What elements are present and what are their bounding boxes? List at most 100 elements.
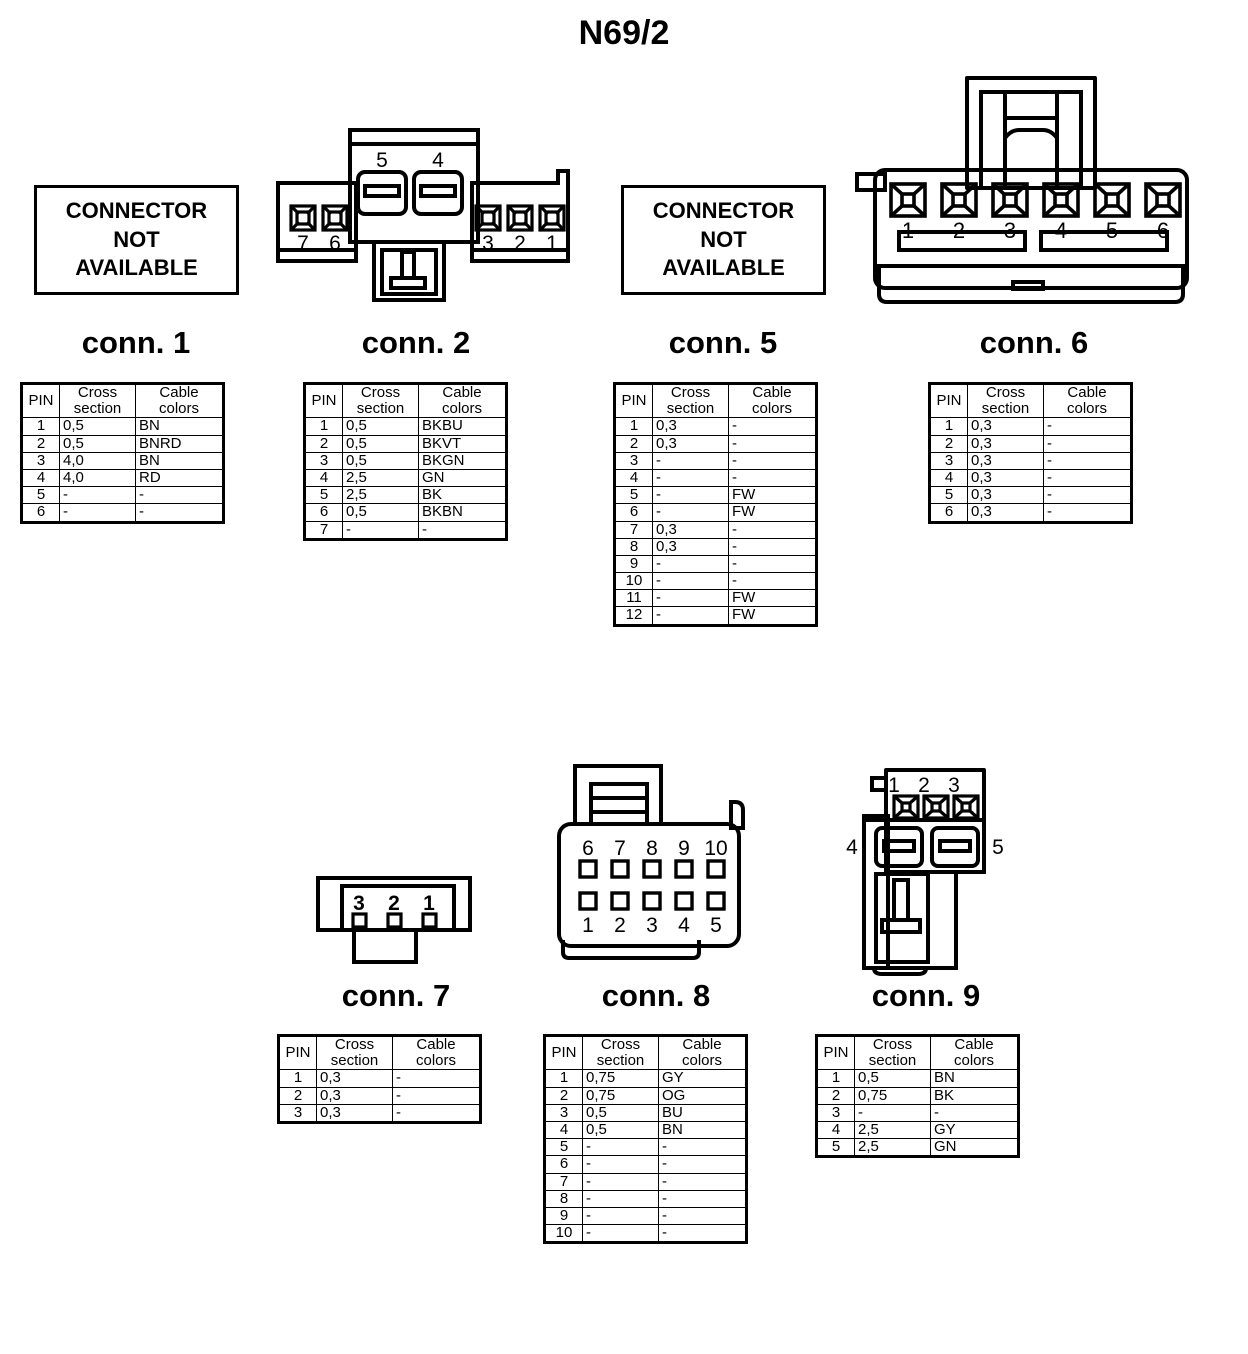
conn9-label: conn. 9 bbox=[871, 978, 981, 1013]
conn8-pin-label-7: 7 bbox=[614, 837, 626, 860]
conn9-pin-label-1: 1 bbox=[888, 774, 900, 797]
conn9-pin-label-4: 4 bbox=[846, 836, 858, 859]
table-row: 3-- bbox=[816, 1103, 1019, 1122]
table-row: 6-- bbox=[21, 503, 224, 523]
table-row: 5-- bbox=[544, 1138, 747, 1157]
conn2-label: conn. 2 bbox=[361, 325, 471, 360]
table-row: 9-- bbox=[614, 554, 817, 574]
conn6-pin-label-1: 1 bbox=[902, 218, 914, 243]
col-header-cable-colors: Cable colors bbox=[658, 1034, 747, 1071]
conn2-pin-label-6: 6 bbox=[329, 232, 341, 255]
table-row: 3-- bbox=[614, 451, 817, 470]
conn8-pin-label-8: 8 bbox=[646, 837, 658, 860]
conn9-pin-label-5: 5 bbox=[992, 836, 1004, 859]
conn8-pin-label-10: 10 bbox=[704, 837, 727, 860]
conn9-pin-label-2: 2 bbox=[918, 774, 930, 797]
col-header-cable-colors: Cable colors bbox=[1043, 382, 1132, 419]
table-row: 9-- bbox=[544, 1206, 747, 1226]
conn7-pin-label-3: 3 bbox=[353, 892, 365, 915]
col-header-cross-section: Cross section bbox=[59, 382, 136, 419]
conn7-pin-cavity-2 bbox=[386, 912, 403, 929]
conn8-pin-label-4: 4 bbox=[678, 914, 690, 937]
table-row: 7-- bbox=[304, 520, 507, 540]
conn5-not-available-box: CONNECTOR NOT AVAILABLE bbox=[621, 185, 826, 295]
col-header-cable-colors: Cable colors bbox=[392, 1034, 481, 1071]
conn8-pin-label-9: 9 bbox=[678, 837, 690, 860]
col-header-pin: PIN bbox=[614, 382, 653, 419]
conn6-pin-label-6: 6 bbox=[1157, 218, 1169, 243]
conn9-pin-label-3: 3 bbox=[948, 774, 960, 797]
conn1-label: conn. 1 bbox=[81, 325, 191, 360]
col-header-cable-colors: Cable colors bbox=[135, 382, 224, 419]
col-header-cross-section: Cross section bbox=[967, 382, 1044, 419]
col-header-cross-section: Cross section bbox=[582, 1034, 659, 1071]
conn2-pin-label-7: 7 bbox=[297, 232, 309, 255]
page-title: N69/2 bbox=[578, 14, 670, 52]
conn8-pin-label-3: 3 bbox=[646, 914, 658, 937]
col-header-cross-section: Cross section bbox=[652, 382, 729, 419]
not-available-line1: CONNECTOR bbox=[65, 198, 208, 224]
conn6-pin-label-3: 3 bbox=[1004, 218, 1016, 243]
table-row: 6-FW bbox=[614, 503, 817, 522]
conn8-pin-label-2: 2 bbox=[614, 914, 626, 937]
conn7-pin-cavity-3 bbox=[351, 912, 368, 929]
conn7-pin-cavity-1 bbox=[421, 912, 438, 929]
conn5-label: conn. 5 bbox=[668, 325, 778, 360]
conn6-pin-label-2: 2 bbox=[953, 218, 965, 243]
conn7-pin-label-1: 1 bbox=[423, 892, 435, 915]
col-header-cross-section: Cross section bbox=[854, 1034, 931, 1071]
conn8-label: conn. 8 bbox=[601, 978, 711, 1013]
table-row: 10-- bbox=[614, 572, 817, 591]
conn2-pin-label-1: 1 bbox=[546, 232, 558, 255]
table-row: 12-FW bbox=[614, 606, 817, 626]
not-available-line3: AVAILABLE bbox=[75, 255, 198, 281]
table-row: 10-- bbox=[544, 1224, 747, 1244]
conn2-pin-label-3: 3 bbox=[482, 232, 494, 255]
table-row: 5-FW bbox=[614, 486, 817, 505]
table-row: 4-- bbox=[614, 468, 817, 488]
col-header-pin: PIN bbox=[21, 382, 60, 419]
col-header-pin: PIN bbox=[278, 1034, 317, 1071]
col-header-cross-section: Cross section bbox=[342, 382, 419, 419]
conn2-pin-label-2: 2 bbox=[514, 232, 526, 255]
conn2-pin-label-5: 5 bbox=[376, 149, 388, 172]
col-header-cable-colors: Cable colors bbox=[930, 1034, 1019, 1071]
conn2-pin-label-4: 4 bbox=[432, 149, 444, 172]
table-row: 11-FW bbox=[614, 589, 817, 608]
conn7-connector-drawing: 3 2 1 bbox=[312, 872, 480, 968]
conn6-pin-label-4: 4 bbox=[1055, 218, 1067, 243]
conn8-connector-drawing: 6 7 8 9 10 1 2 3 4 5 bbox=[551, 762, 773, 962]
col-header-pin: PIN bbox=[544, 1034, 583, 1071]
